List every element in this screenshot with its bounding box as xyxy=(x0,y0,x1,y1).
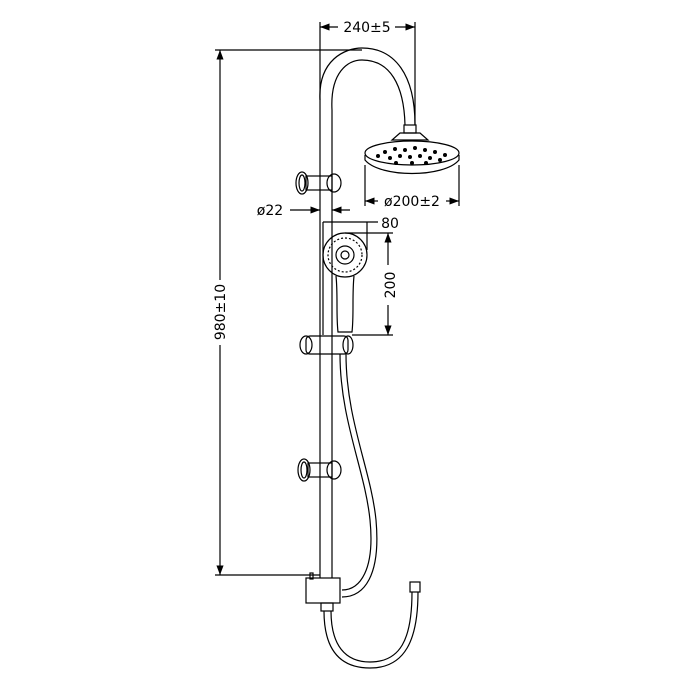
diverter-valve xyxy=(305,572,341,612)
slide-rail xyxy=(319,100,333,578)
head-diameter-label: ø200±2 xyxy=(384,194,440,210)
dimension-total-height: 980±10 xyxy=(213,49,362,576)
hand-shower-hose xyxy=(339,353,372,591)
hand-width-label: 80 xyxy=(381,216,399,232)
wall-bracket-lower xyxy=(297,458,342,482)
dimension-head-diameter: ø200±2 xyxy=(364,165,460,210)
rail-diameter-label: ø22 xyxy=(257,203,283,219)
hand-length-label: 200 xyxy=(383,272,399,299)
dimension-arm-reach: 240±5 xyxy=(319,20,416,125)
total-height-label: 980±10 xyxy=(213,284,229,340)
overhead-shower-head xyxy=(364,124,460,174)
arm-reach-label: 240±5 xyxy=(343,20,390,36)
wall-bracket-upper xyxy=(295,171,342,195)
dimension-hand-width: 80 xyxy=(322,216,399,335)
rail-slider xyxy=(299,335,354,355)
shower-arm xyxy=(319,47,416,126)
hand-shower xyxy=(322,232,368,333)
inlet-hose xyxy=(323,591,419,669)
dimension-hand-length: 200 xyxy=(345,232,399,336)
dimension-rail-diameter: ø22 xyxy=(257,203,350,219)
